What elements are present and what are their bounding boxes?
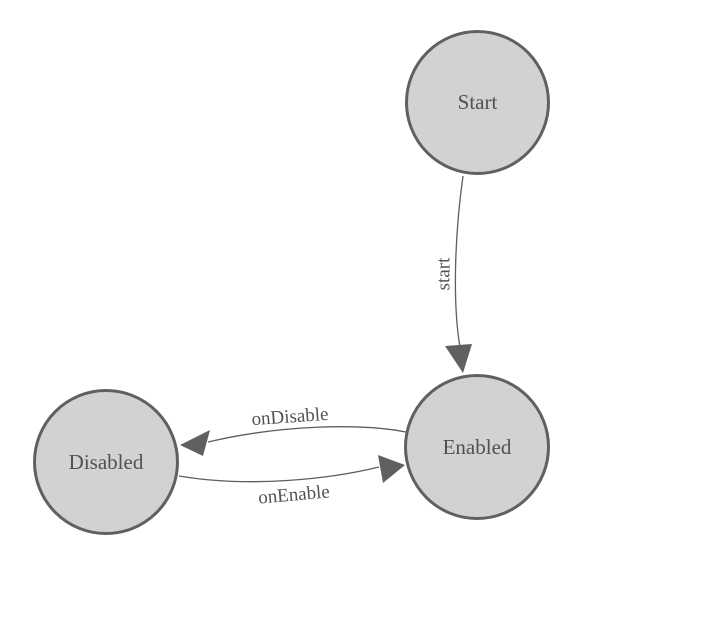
edge-enabled-to-disabled-arrowhead — [180, 430, 210, 456]
edge-disabled-to-enabled — [178, 466, 380, 483]
node-start-label: Start — [457, 90, 498, 114]
node-start: Start — [405, 30, 550, 175]
node-disabled-label: Disabled — [68, 449, 144, 474]
edge-enabled-to-disabled — [207, 426, 407, 443]
node-disabled: Disabled — [33, 389, 179, 535]
edge-start-to-enabled-arrowhead — [445, 344, 472, 373]
edge-start-to-enabled — [454, 175, 464, 348]
node-enabled-label: Enabled — [442, 434, 512, 459]
node-enabled: Enabled — [404, 374, 550, 520]
edge-disabled-to-enabled-arrowhead — [378, 455, 405, 483]
edge-label-ondisable: onDisable — [250, 403, 330, 431]
edge-label-start: start — [433, 257, 455, 291]
